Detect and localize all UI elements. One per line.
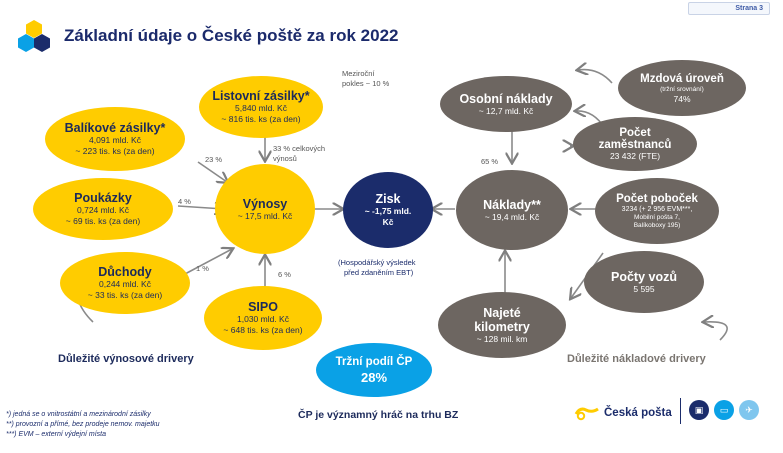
label-pct23: 23 % bbox=[205, 155, 223, 164]
footnote-2: **) provozní a přímé, bez prodeje nemov.… bbox=[6, 421, 160, 428]
node-osobni-naklady: Osobní náklady ~ 12,7 mld. Kč bbox=[440, 76, 572, 132]
listovni-revenue: 5,840 mld. Kč bbox=[235, 103, 287, 113]
footnote-3: ***) EVM – externí výdejní místa bbox=[6, 431, 106, 438]
poukazky-revenue: 0,724 mld. Kč bbox=[77, 205, 129, 215]
pobocky-title: Počet poboček bbox=[616, 193, 698, 205]
market-value: 28% bbox=[360, 370, 388, 385]
zamestnanci-value: 23 432 (FTE) bbox=[609, 150, 661, 161]
label-meziroc1: Meziroční bbox=[342, 69, 375, 78]
market-title: Tržní podíl ČP bbox=[335, 356, 413, 368]
zisk-unit: Kč bbox=[382, 217, 394, 227]
post-horn-icon bbox=[574, 407, 599, 421]
node-pocty-vozu: Počty vozů 5 595 bbox=[584, 251, 704, 313]
plane-icon: ✈ bbox=[739, 400, 759, 420]
poukazky-daily: ~ 69 tis. ks (za den) bbox=[65, 216, 141, 226]
box-icon: ▣ bbox=[689, 400, 709, 420]
bz-statement: ČP je významný hráč na trhu BZ bbox=[298, 409, 459, 421]
node-pocet-pobocek: Počet poboček 3234 (+ 2 956 EVM***, Mobi… bbox=[595, 178, 719, 244]
label-pct33b: výnosů bbox=[273, 154, 297, 163]
card-icon: ▭ bbox=[714, 400, 734, 420]
naklady-title: Náklady** bbox=[483, 197, 541, 212]
listovni-daily: ~ 816 tis. ks (za den) bbox=[221, 114, 301, 124]
poukazky-title: Poukázky bbox=[74, 191, 132, 205]
vynosy-value: ~ 17,5 mld. Kč bbox=[237, 210, 293, 221]
vozy-value: 5 595 bbox=[633, 283, 655, 294]
node-mzdova-uroven: Mzdová úroveň (tržní srovnání) 74% bbox=[618, 60, 746, 116]
pobocky-line2: Mobilní pošta 7, bbox=[634, 214, 680, 221]
zisk-note-1: (Hospodářský výsledek bbox=[338, 258, 416, 267]
vynosy-title: Výnosy bbox=[242, 196, 288, 211]
zisk-title: Zisk bbox=[375, 192, 401, 206]
node-listovni-zasilky: Listovní zásilky* 5,840 mld. Kč ~ 816 ti… bbox=[199, 76, 323, 138]
pobocky-line3: Balíkoboxy 195) bbox=[633, 222, 681, 229]
duchody-daily: ~ 33 tis. ks (za den) bbox=[87, 290, 163, 300]
label-pct6: 6 % bbox=[278, 270, 291, 279]
listovni-title: Listovní zásilky* bbox=[212, 89, 310, 103]
sipo-daily: ~ 648 tis. ks (za den) bbox=[223, 325, 303, 335]
node-zisk: Zisk ~ -1,75 mld. Kč bbox=[343, 172, 433, 248]
node-najete-kilometry: Najeté kilometry ~ 128 mil. km bbox=[438, 292, 566, 358]
node-duchody: Důchody 0,244 mld. Kč ~ 33 tis. ks (za d… bbox=[60, 252, 190, 314]
revenue-drivers-label: Důležité výnosové drivery bbox=[58, 353, 194, 365]
kilometry-title-2: kilometry bbox=[474, 319, 530, 334]
footnote-1: *) jedná se o vnitrostátní a mezinárodní… bbox=[6, 411, 151, 418]
zisk-value: ~ -1,75 mld. bbox=[364, 206, 412, 216]
duchody-revenue: 0,244 mld. Kč bbox=[99, 279, 151, 289]
cost-drivers-label: Důležité nákladové drivery bbox=[567, 353, 706, 365]
node-sipo: SIPO 1,030 mld. Kč ~ 648 tis. ks (za den… bbox=[204, 286, 322, 350]
page-title: Základní údaje o České poště za rok 2022 bbox=[64, 26, 399, 45]
brand-divider bbox=[680, 398, 681, 424]
node-naklady: Náklady** ~ 19,4 mld. Kč bbox=[456, 170, 568, 250]
duchody-title: Důchody bbox=[98, 265, 152, 279]
balikove-daily: ~ 223 tis. ks (za den) bbox=[75, 146, 155, 156]
label-pct33a: 33 % celkových bbox=[273, 144, 326, 153]
hexagon-logo-icon bbox=[18, 20, 50, 52]
zamestnanci-title-1: Počet bbox=[619, 126, 651, 139]
vozy-title: Počty vozů bbox=[611, 269, 677, 284]
label-meziroc2: pokles ~ 10 % bbox=[342, 79, 390, 88]
balikove-title: Balíkové zásilky* bbox=[64, 121, 166, 135]
kilometry-value: ~ 128 mil. km bbox=[476, 333, 528, 344]
pobocky-line1: 3234 (+ 2 956 EVM***, bbox=[621, 206, 693, 213]
node-vynosy: Výnosy ~ 17,5 mld. Kč bbox=[215, 164, 315, 254]
node-poukazky: Poukázky 0,724 mld. Kč ~ 69 tis. ks (za … bbox=[33, 178, 173, 240]
label-pct1: 1 % bbox=[196, 264, 209, 273]
page-number-badge: Strana 3 bbox=[688, 2, 770, 15]
kilometry-title-1: Najeté bbox=[483, 305, 521, 320]
label-pct65: 65 % bbox=[481, 157, 499, 166]
node-trzni-podil: Tržní podíl ČP 28% bbox=[316, 343, 432, 397]
sipo-revenue: 1,030 mld. Kč bbox=[237, 314, 289, 324]
zamestnanci-title-2: zaměstnanců bbox=[598, 138, 672, 151]
mzdova-title: Mzdová úroveň bbox=[640, 72, 724, 85]
sipo-title: SIPO bbox=[248, 300, 278, 314]
mzdova-sub: (tržní srovnání) bbox=[660, 85, 704, 93]
zisk-note-2: před zdaněním EBT) bbox=[344, 268, 414, 277]
balikove-revenue: 4,091 mld. Kč bbox=[89, 135, 141, 145]
label-pct4: 4 % bbox=[178, 197, 191, 206]
mzdova-value: 74% bbox=[673, 93, 691, 104]
node-pocet-zamestnancu: Počet zaměstnanců 23 432 (FTE) bbox=[573, 117, 697, 171]
node-balikove-zasilky: Balíkové zásilky* 4,091 mld. Kč ~ 223 ti… bbox=[45, 107, 185, 171]
brand-icons: ▣ ▭ ✈ bbox=[689, 400, 759, 420]
naklady-value: ~ 19,4 mld. Kč bbox=[484, 211, 540, 222]
brand-name: Česká pošta bbox=[604, 407, 672, 419]
brand-logo: Česká pošta bbox=[574, 405, 672, 421]
osobni-value: ~ 12,7 mld. Kč bbox=[478, 105, 534, 116]
osobni-title: Osobní náklady bbox=[459, 91, 553, 106]
